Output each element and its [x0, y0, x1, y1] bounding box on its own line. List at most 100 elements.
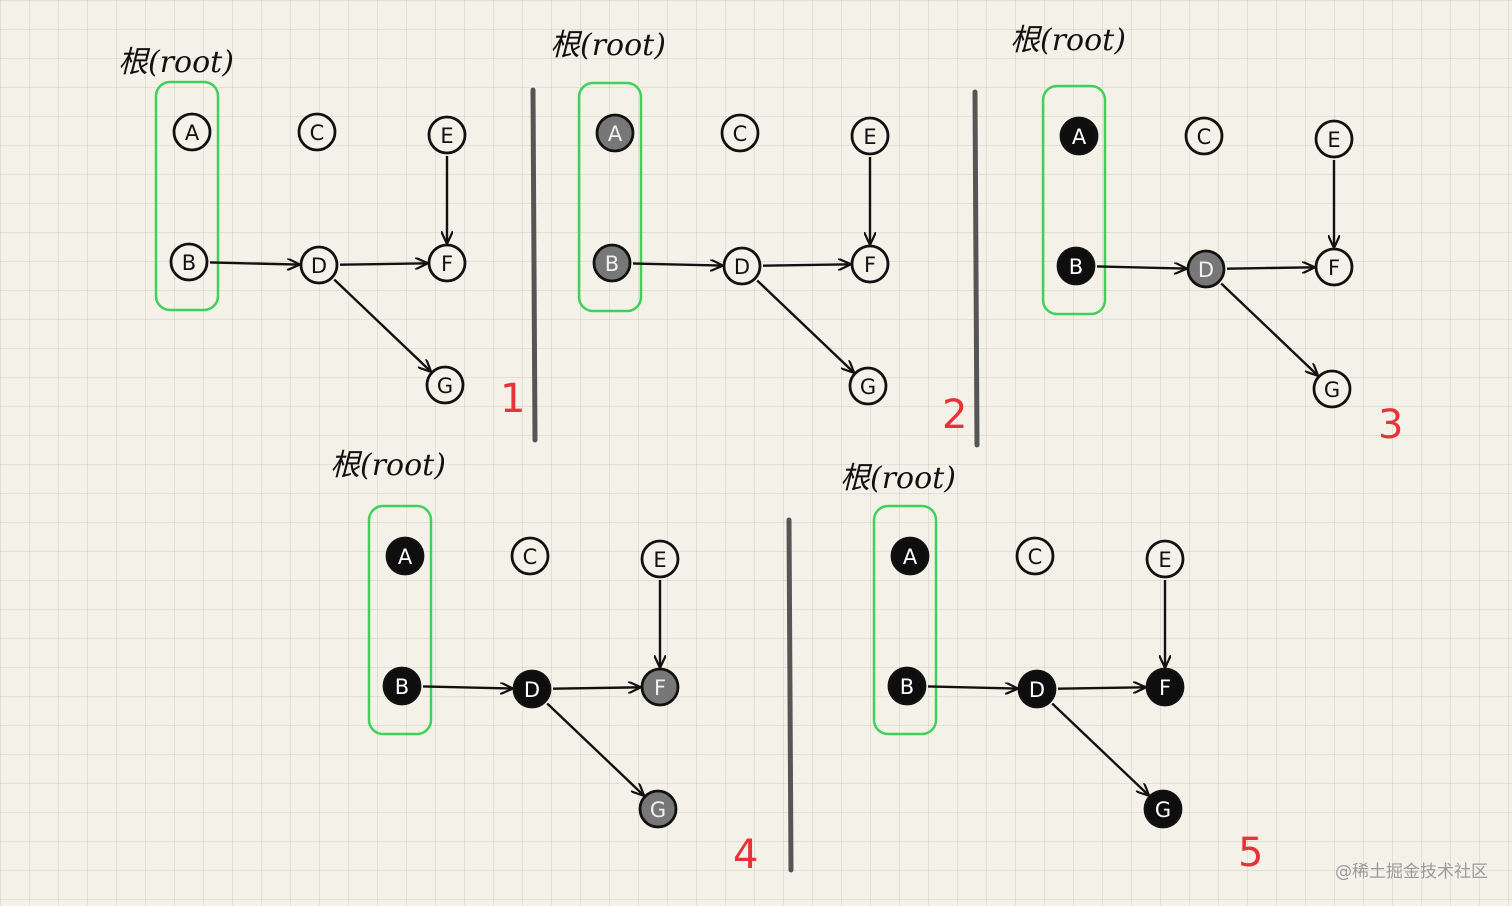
edge-D-F: [1057, 687, 1145, 688]
node-label: A: [185, 121, 200, 145]
node-label: A: [398, 545, 413, 569]
node-label: F: [864, 253, 876, 277]
node-circle: [425, 365, 465, 405]
node-circle: [1314, 247, 1354, 287]
panel-2: 根(root) A B C D E F G 2: [550, 28, 967, 438]
root-set-box: [577, 81, 643, 313]
node-G: G: [848, 366, 888, 406]
node-E: E: [1314, 119, 1354, 159]
node-C: C: [297, 112, 337, 152]
node-label: G: [860, 375, 876, 399]
step-number: 2: [942, 392, 967, 438]
node-label: E: [1158, 548, 1171, 572]
step-number: 5: [1238, 830, 1263, 876]
edge-D-G: [1051, 702, 1148, 795]
node-label: F: [1159, 676, 1171, 700]
node-D: D: [1017, 669, 1057, 709]
node-E: E: [1145, 539, 1185, 579]
node-circle: [1145, 539, 1185, 579]
edge-B-D: [1096, 266, 1186, 268]
node-circle: [1015, 536, 1055, 576]
node-label: C: [310, 121, 325, 145]
root-label: 根(root): [330, 448, 446, 483]
node-B: B: [887, 666, 927, 706]
node-circle: [1314, 119, 1354, 159]
node-circle: [1312, 369, 1352, 409]
node-F: F: [1314, 247, 1354, 287]
node-label: E: [653, 548, 666, 572]
node-B: B: [382, 666, 422, 706]
node-label: E: [863, 125, 876, 149]
step-number: 4: [733, 832, 758, 878]
node-A: A: [1059, 116, 1099, 156]
node-circle: [427, 115, 467, 155]
node-A: A: [595, 113, 635, 153]
node-label: B: [1069, 255, 1083, 279]
divider-4-5: [786, 517, 794, 873]
node-label: B: [605, 252, 619, 276]
node-label: A: [903, 545, 918, 569]
node-circle: [1143, 789, 1183, 829]
node-F: F: [1145, 667, 1185, 707]
node-C: C: [510, 536, 550, 576]
node-label: B: [395, 675, 409, 699]
node-circle: [510, 536, 550, 576]
edge-D-F: [762, 264, 850, 265]
edge-B-D: [422, 686, 512, 688]
node-circle: [887, 666, 927, 706]
node-B: B: [592, 243, 632, 283]
panel-4: 根(root) A B C D E F G 4: [330, 448, 758, 878]
node-label: F: [441, 252, 453, 276]
node-circle: [720, 113, 760, 153]
node-circle: [1184, 116, 1224, 156]
node-F: F: [850, 244, 890, 284]
root-label: 根(root): [840, 461, 956, 496]
edge-B-D: [632, 263, 722, 265]
node-label: G: [1324, 378, 1340, 402]
node-circle: [382, 666, 422, 706]
root-set-box: [367, 504, 433, 736]
node-G: G: [1143, 789, 1183, 829]
edge-D-G: [756, 279, 853, 372]
node-D: D: [512, 669, 552, 709]
node-circle: [850, 116, 890, 156]
node-circle: [385, 536, 425, 576]
node-circle: [427, 243, 467, 283]
divider-2-3: [972, 89, 980, 448]
node-G: G: [638, 789, 678, 829]
node-label: C: [733, 122, 748, 146]
node-circle: [592, 243, 632, 283]
root-label: 根(root): [118, 45, 234, 80]
edge-D-G: [546, 702, 643, 795]
node-E: E: [427, 115, 467, 155]
node-label: C: [1028, 545, 1043, 569]
node-F: F: [427, 243, 467, 283]
node-label: B: [182, 251, 196, 275]
node-B: B: [1056, 246, 1096, 286]
node-D: D: [722, 246, 762, 286]
edge-D-F: [552, 687, 640, 688]
node-label: G: [437, 374, 453, 398]
node-circle: [512, 669, 552, 709]
node-circle: [595, 113, 635, 153]
node-circle: [850, 244, 890, 284]
node-F: F: [640, 667, 680, 707]
edge-B-D: [209, 262, 299, 264]
node-circle: [638, 789, 678, 829]
node-circle: [640, 539, 680, 579]
edge-D-F: [1226, 267, 1314, 268]
node-C: C: [1184, 116, 1224, 156]
divider-1-2: [530, 87, 538, 443]
node-label: F: [654, 676, 666, 700]
node-E: E: [640, 539, 680, 579]
node-circle: [722, 246, 762, 286]
node-label: C: [1197, 125, 1212, 149]
node-G: G: [1312, 369, 1352, 409]
root-label: 根(root): [550, 28, 666, 63]
node-circle: [1017, 669, 1057, 709]
node-D: D: [1186, 249, 1226, 289]
node-circle: [169, 242, 209, 282]
node-D: D: [299, 245, 339, 285]
